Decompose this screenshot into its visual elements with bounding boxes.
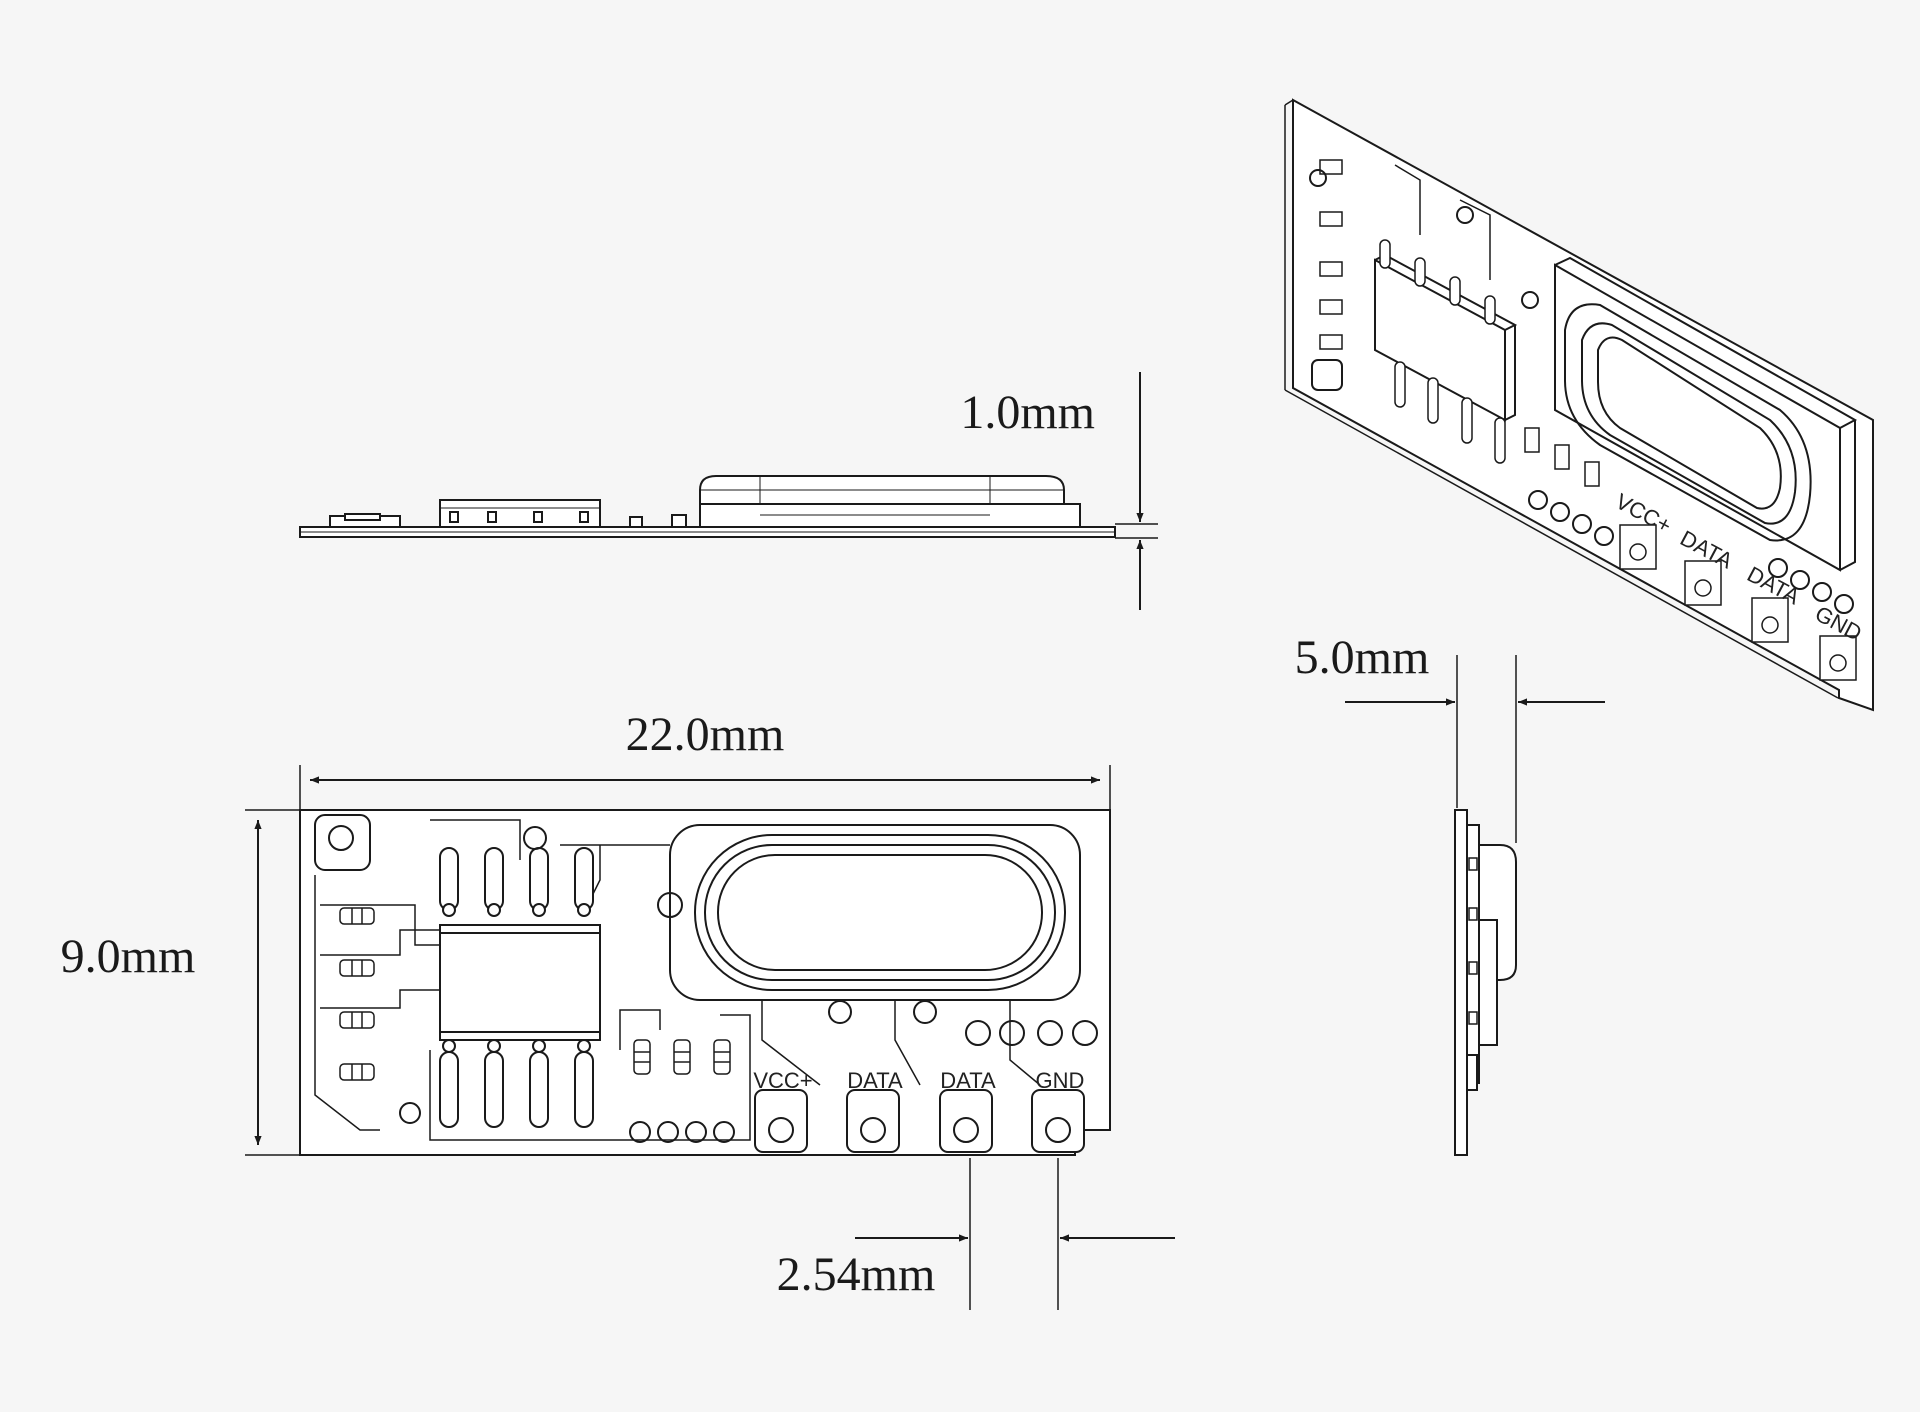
- pin-labels: VCC+ DATA DATA GND: [753, 1068, 1084, 1093]
- pin-label-data-1: DATA: [847, 1068, 903, 1093]
- isometric-view: [1284, 98, 1874, 712]
- width-dimension: [245, 809, 300, 1156]
- thickness-dimension: [1115, 372, 1158, 610]
- thickness-label: 1.0mm: [960, 386, 1095, 439]
- pin-label-vcc: VCC+: [753, 1068, 812, 1093]
- pin-label-gnd: GND: [1036, 1068, 1085, 1093]
- pitch-label: 2.54mm: [777, 1248, 936, 1301]
- profile-view: [1454, 809, 1517, 1156]
- top-view: [299, 809, 1111, 1156]
- height-label: 5.0mm: [1295, 631, 1430, 684]
- length-dimension: [299, 765, 1111, 810]
- pitch-dimension: [855, 1158, 1175, 1310]
- width-label: 9.0mm: [61, 930, 196, 983]
- side-view: [299, 475, 1116, 538]
- pin-label-data-2: DATA: [940, 1068, 996, 1093]
- height-dimension: [1345, 655, 1605, 843]
- length-label: 22.0mm: [626, 708, 785, 761]
